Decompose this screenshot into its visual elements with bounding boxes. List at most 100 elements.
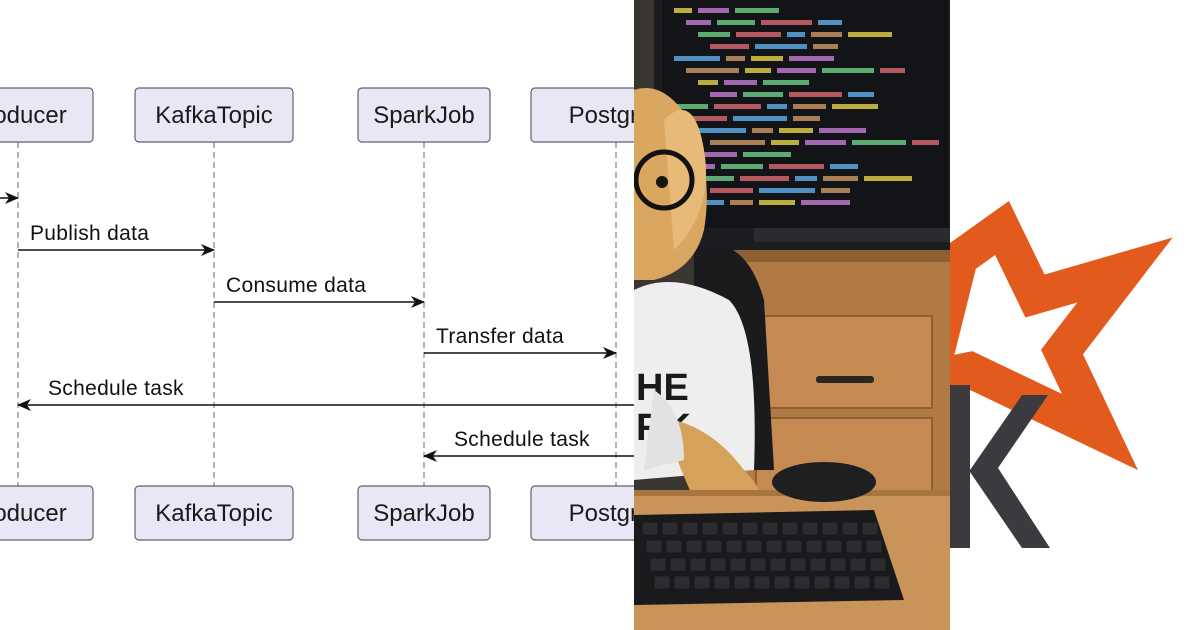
keyboard-key [649,557,667,572]
message-3: Transfer data [424,325,617,359]
keyboard-key [809,557,827,572]
code-token [779,128,813,133]
participant-box [357,87,491,143]
message-4: Schedule task [17,377,634,411]
code-token [674,56,720,61]
participant-label: Postgres [569,500,634,527]
code-token [822,68,874,73]
keyboard-key [725,539,743,554]
participant-producer-top: Producer [0,87,94,143]
participant-sparkjob-top: SparkJob [357,87,491,143]
participant-box [530,87,634,143]
keyboard-key [713,575,731,590]
keyboard-key [681,521,699,536]
keyboard-key [689,557,707,572]
code-token [811,32,842,37]
code-token [793,104,826,109]
message-1: Publish data [18,222,215,256]
keyboard-key [749,557,767,572]
participant-box [530,485,634,541]
participant-box [0,485,94,541]
code-token [805,140,846,145]
keyboard-key [765,539,783,554]
code-token [759,188,815,193]
code-token [698,128,746,133]
keyboard-key [869,557,887,572]
code-token [698,32,730,37]
code-token [717,20,755,25]
keyboard-key [841,521,859,536]
message-label: Consume data [226,274,366,297]
keyboard-key [741,521,759,536]
code-token [735,8,779,13]
code-token [730,200,753,205]
keyboard-key [781,521,799,536]
participant-label: Producer [0,102,67,129]
spark-letter-k [950,385,1050,548]
code-token [740,176,789,181]
keyboard-key [653,575,671,590]
participant-box [134,87,294,143]
code-token [832,104,878,109]
code-token [848,32,892,37]
code-token [752,128,773,133]
code-token [686,68,739,73]
code-token [686,116,727,121]
keyboard-key [693,575,711,590]
participant-postgres-top: Postgres [530,87,634,143]
participant-sparkjob-bottom: SparkJob [357,485,491,541]
keyboard-key [773,575,791,590]
keyboard-key [729,557,747,572]
code-token [686,20,711,25]
code-token [771,140,799,145]
code-token [789,56,834,61]
dog-coder-photo: HE RK [634,0,950,630]
drawer-top [755,315,933,409]
code-token [787,32,805,37]
code-token [818,20,842,25]
keyboard-key [761,521,779,536]
keyboard-key [861,521,879,536]
code-token [777,68,816,73]
keyboard-key [721,521,739,536]
keyboard-key [801,521,819,536]
code-token [698,176,734,181]
code-token [698,80,718,85]
code-token [710,44,749,49]
keyboard-key [665,539,683,554]
keyboard-key [785,539,803,554]
participant-label: KafkaTopic [155,500,272,527]
keyboard-key [845,539,863,554]
participant-label: Producer [0,500,67,527]
keyboard-key [849,557,867,572]
keyboard-key [853,575,871,590]
keyboard-key [833,575,851,590]
spark-logo [950,0,1200,630]
keyboard-key [873,575,891,590]
keyboard-key [805,539,823,554]
keyboard-key [709,557,727,572]
code-token [821,188,850,193]
code-token [767,104,787,109]
spark-star-icon [950,200,1173,548]
code-token [848,92,874,97]
code-token [726,56,745,61]
dog-at-keyboard-illustration: HE RK [634,0,950,630]
participant-kafkatopic-top: KafkaTopic [134,87,294,143]
participant-box [134,485,294,541]
code-token [724,80,757,85]
code-token [743,92,783,97]
keyboard-key [769,557,787,572]
keyboard-key [793,575,811,590]
code-token [852,140,906,145]
participant-label: KafkaTopic [155,102,272,129]
code-token [702,152,737,157]
participant-postgres-bottom: Postgres [530,485,634,541]
keyboard-key [865,539,883,554]
code-token [830,164,858,169]
code-token [751,56,783,61]
keyboard-key [829,557,847,572]
mouse [772,462,876,502]
